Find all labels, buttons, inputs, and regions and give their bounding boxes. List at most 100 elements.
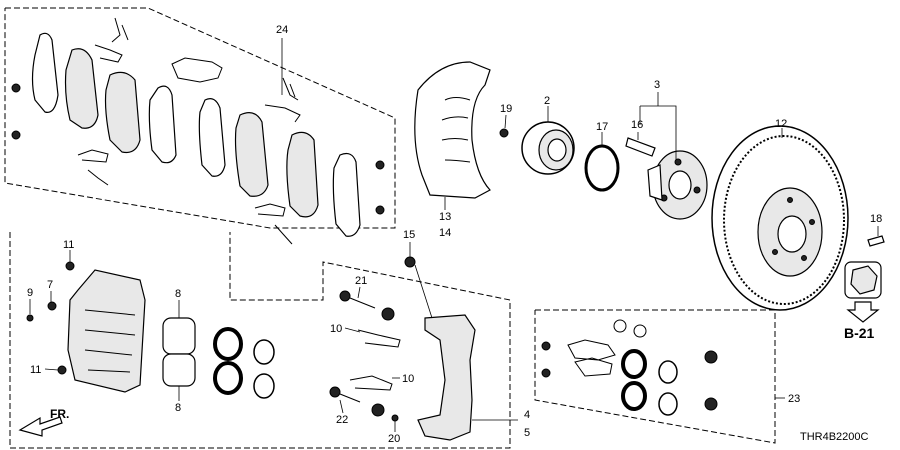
caliper-detail [84,309,136,373]
rotor-hole-b [809,219,815,225]
pin-boot-upper [381,307,395,321]
kit-bolt-b [541,368,551,378]
shim-clip-lower-a [77,149,109,163]
leader-11-lower [44,368,59,371]
shim-b [198,98,226,177]
hub-stud [625,137,656,157]
seal-kit-grease [567,339,616,377]
bolt-15 [404,256,416,268]
callout-15: 15 [403,229,415,241]
inner-shim-a [148,85,177,164]
callout-11-upper: 11 [63,239,74,251]
bolt-right-b [375,205,385,215]
kit-seal-c [621,381,647,411]
wear-indicator-a [94,44,123,63]
reference-arrow [846,301,880,323]
bolt-9 [26,314,34,322]
pad-kit-border [4,7,396,229]
seal-kit-border [534,309,776,444]
callout-11-lower: 11 [30,364,41,376]
callout-9: 9 [27,287,33,299]
front-label: FR. [50,407,69,421]
callout-14: 14 [439,227,451,239]
front-arrow [18,416,63,437]
kit-bolt-a [541,341,551,351]
rotor-screw [867,235,885,247]
hub-group: 13 14 19 2 17 16 3 [414,61,708,239]
callout-4: 4 [524,409,530,421]
shim-c [332,152,361,237]
bolt-left-a [11,83,21,93]
piston-seal-d [253,373,275,399]
rotor-group: 12 18 B-21 [711,118,885,341]
rotor-hole-a [787,197,793,203]
callout-19: 19 [500,103,512,115]
leader-19 [504,114,507,129]
kit-boot-b [704,397,718,411]
pad-clip-lower [349,375,393,391]
caliper-border [9,232,511,449]
pin-boot-lower [371,403,385,417]
kit-seal-b [658,360,678,384]
caliper-body [67,269,146,393]
grease-pack [171,57,223,83]
callout-17: 17 [596,121,608,133]
guide-pin-lower-head [329,386,341,398]
hub-spindle [647,164,663,201]
rotor-vent-ring [723,135,845,305]
callout-7: 7 [47,279,53,291]
snap-ring [584,144,620,192]
rotor-hole-d [772,249,778,255]
leader-22 [339,399,344,414]
callout-10-lower: 10 [402,373,414,385]
leader-10-upper [344,327,361,333]
callout-8-lower: 8 [175,402,181,414]
seal-kit-cap-b [633,324,647,338]
spring-clip-c [282,77,299,101]
caliper-bracket [417,314,476,441]
seal-kit-cap-a [613,319,627,333]
piston-seal-b [253,339,275,365]
pad-inner-a [104,71,141,154]
kit-seal-a [621,349,647,379]
callout-10-upper: 10 [330,323,342,335]
callout-16: 16 [631,119,643,131]
spring-clip-a [111,17,129,43]
bolt-right-a [375,160,385,170]
callout-12: 12 [775,118,787,130]
hub-center [668,170,692,200]
bleeder-screw [65,261,75,271]
callout-18: 18 [870,213,882,225]
bolt-left-b [11,130,21,140]
callout-3: 3 [654,79,660,91]
rotor-bore [777,215,807,253]
spring-clip-d [274,224,293,245]
splash-shield-ribs [441,97,471,163]
pad-inner-b [286,131,319,218]
hub-stud-hole-b [693,186,701,194]
leader-15-bracket [414,264,433,319]
callout-5: 5 [524,427,530,439]
piston-seal-c [213,361,243,395]
caliper-group: 11 9 7 8 8 11 21 10 10 22 20 15 4 5 [9,229,530,449]
callout-24: 24 [276,24,288,36]
guide-pin-upper-head [339,290,351,302]
spring-clip-b [87,169,109,186]
seal-kit-group: 23 [534,309,800,444]
outer-shim [31,32,59,113]
bolt-19 [499,128,509,138]
callout-8-upper: 8 [175,288,181,300]
callout-23: 23 [788,393,800,405]
small-bolt-20 [391,414,399,422]
diagram-code: THR4B2200C [800,431,869,443]
piston-upper [162,317,196,355]
front-direction-marker: FR. [18,407,69,437]
bolt-11-lower [57,365,67,375]
splash-shield [414,61,491,199]
callout-22: 22 [336,414,348,426]
kit-seal-d [658,392,678,416]
bearing-bore [547,138,567,162]
pad-outer-b [234,112,269,197]
shim-clip-lower-b [254,203,286,217]
